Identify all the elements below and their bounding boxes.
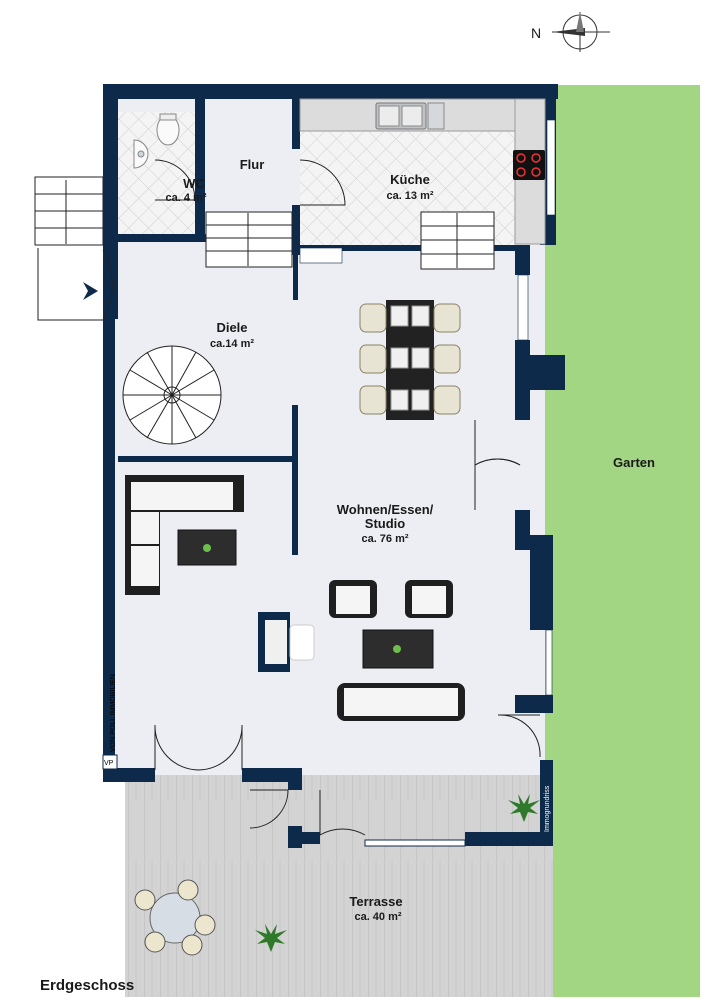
plant-icon xyxy=(508,794,540,822)
room-wc-name: WC xyxy=(183,176,205,191)
terrace-plant-icon xyxy=(255,924,287,952)
washbasin-icon xyxy=(133,139,149,169)
fireplace xyxy=(258,612,315,672)
room-terrasse-name: Terrasse xyxy=(349,894,402,909)
room-wohnen-name-1: Wohnen/Essen/ xyxy=(337,502,434,517)
brand-logo: VP xyxy=(104,760,114,767)
flur-stairs xyxy=(205,211,293,268)
room-diele-area: ca.14 m² xyxy=(210,338,254,350)
room-diele-name: Diele xyxy=(216,320,247,335)
compass-label: N xyxy=(531,25,541,41)
entrance-arrow-icon xyxy=(83,282,98,300)
floor-name: Erdgeschoss xyxy=(40,977,134,994)
kitchen-stairs xyxy=(420,211,495,270)
compass-icon xyxy=(552,12,610,52)
walls xyxy=(103,84,565,848)
doors xyxy=(154,159,541,836)
cooktop-icon xyxy=(513,150,545,180)
room-flur-name: Flur xyxy=(240,157,265,172)
coffee-table-2 xyxy=(362,629,434,669)
side-note: Immogrundriss xyxy=(544,785,551,832)
brand-text: VON POLL IMMOBILIEN xyxy=(110,674,117,752)
entrance-stairs xyxy=(34,176,113,321)
sofa xyxy=(337,683,465,721)
room-wc-area: ca. 4 m² xyxy=(166,192,207,204)
corner-sofa xyxy=(125,475,244,595)
room-wohnen-name-2: Studio xyxy=(365,516,405,531)
coffee-table-1 xyxy=(177,529,237,566)
spiral-staircase xyxy=(122,345,222,445)
room-kueche-name: Küche xyxy=(390,172,430,187)
room-wohnen-area: ca. 76 m² xyxy=(361,533,408,545)
dining-chairs xyxy=(359,303,461,415)
armchair-2 xyxy=(405,580,453,618)
toilet-icon xyxy=(156,113,180,146)
brand-stamp: VP VON POLL IMMOBILIEN xyxy=(102,674,118,770)
room-kueche-area: ca. 13 m² xyxy=(386,190,433,202)
garden-label: Garten xyxy=(613,455,655,470)
armchair-1 xyxy=(329,580,377,618)
room-terrasse-area: ca. 40 m² xyxy=(354,911,401,923)
kitchen-counter xyxy=(299,98,546,245)
garden-area xyxy=(530,85,700,997)
windows xyxy=(299,119,556,696)
terrace-table xyxy=(134,879,216,956)
